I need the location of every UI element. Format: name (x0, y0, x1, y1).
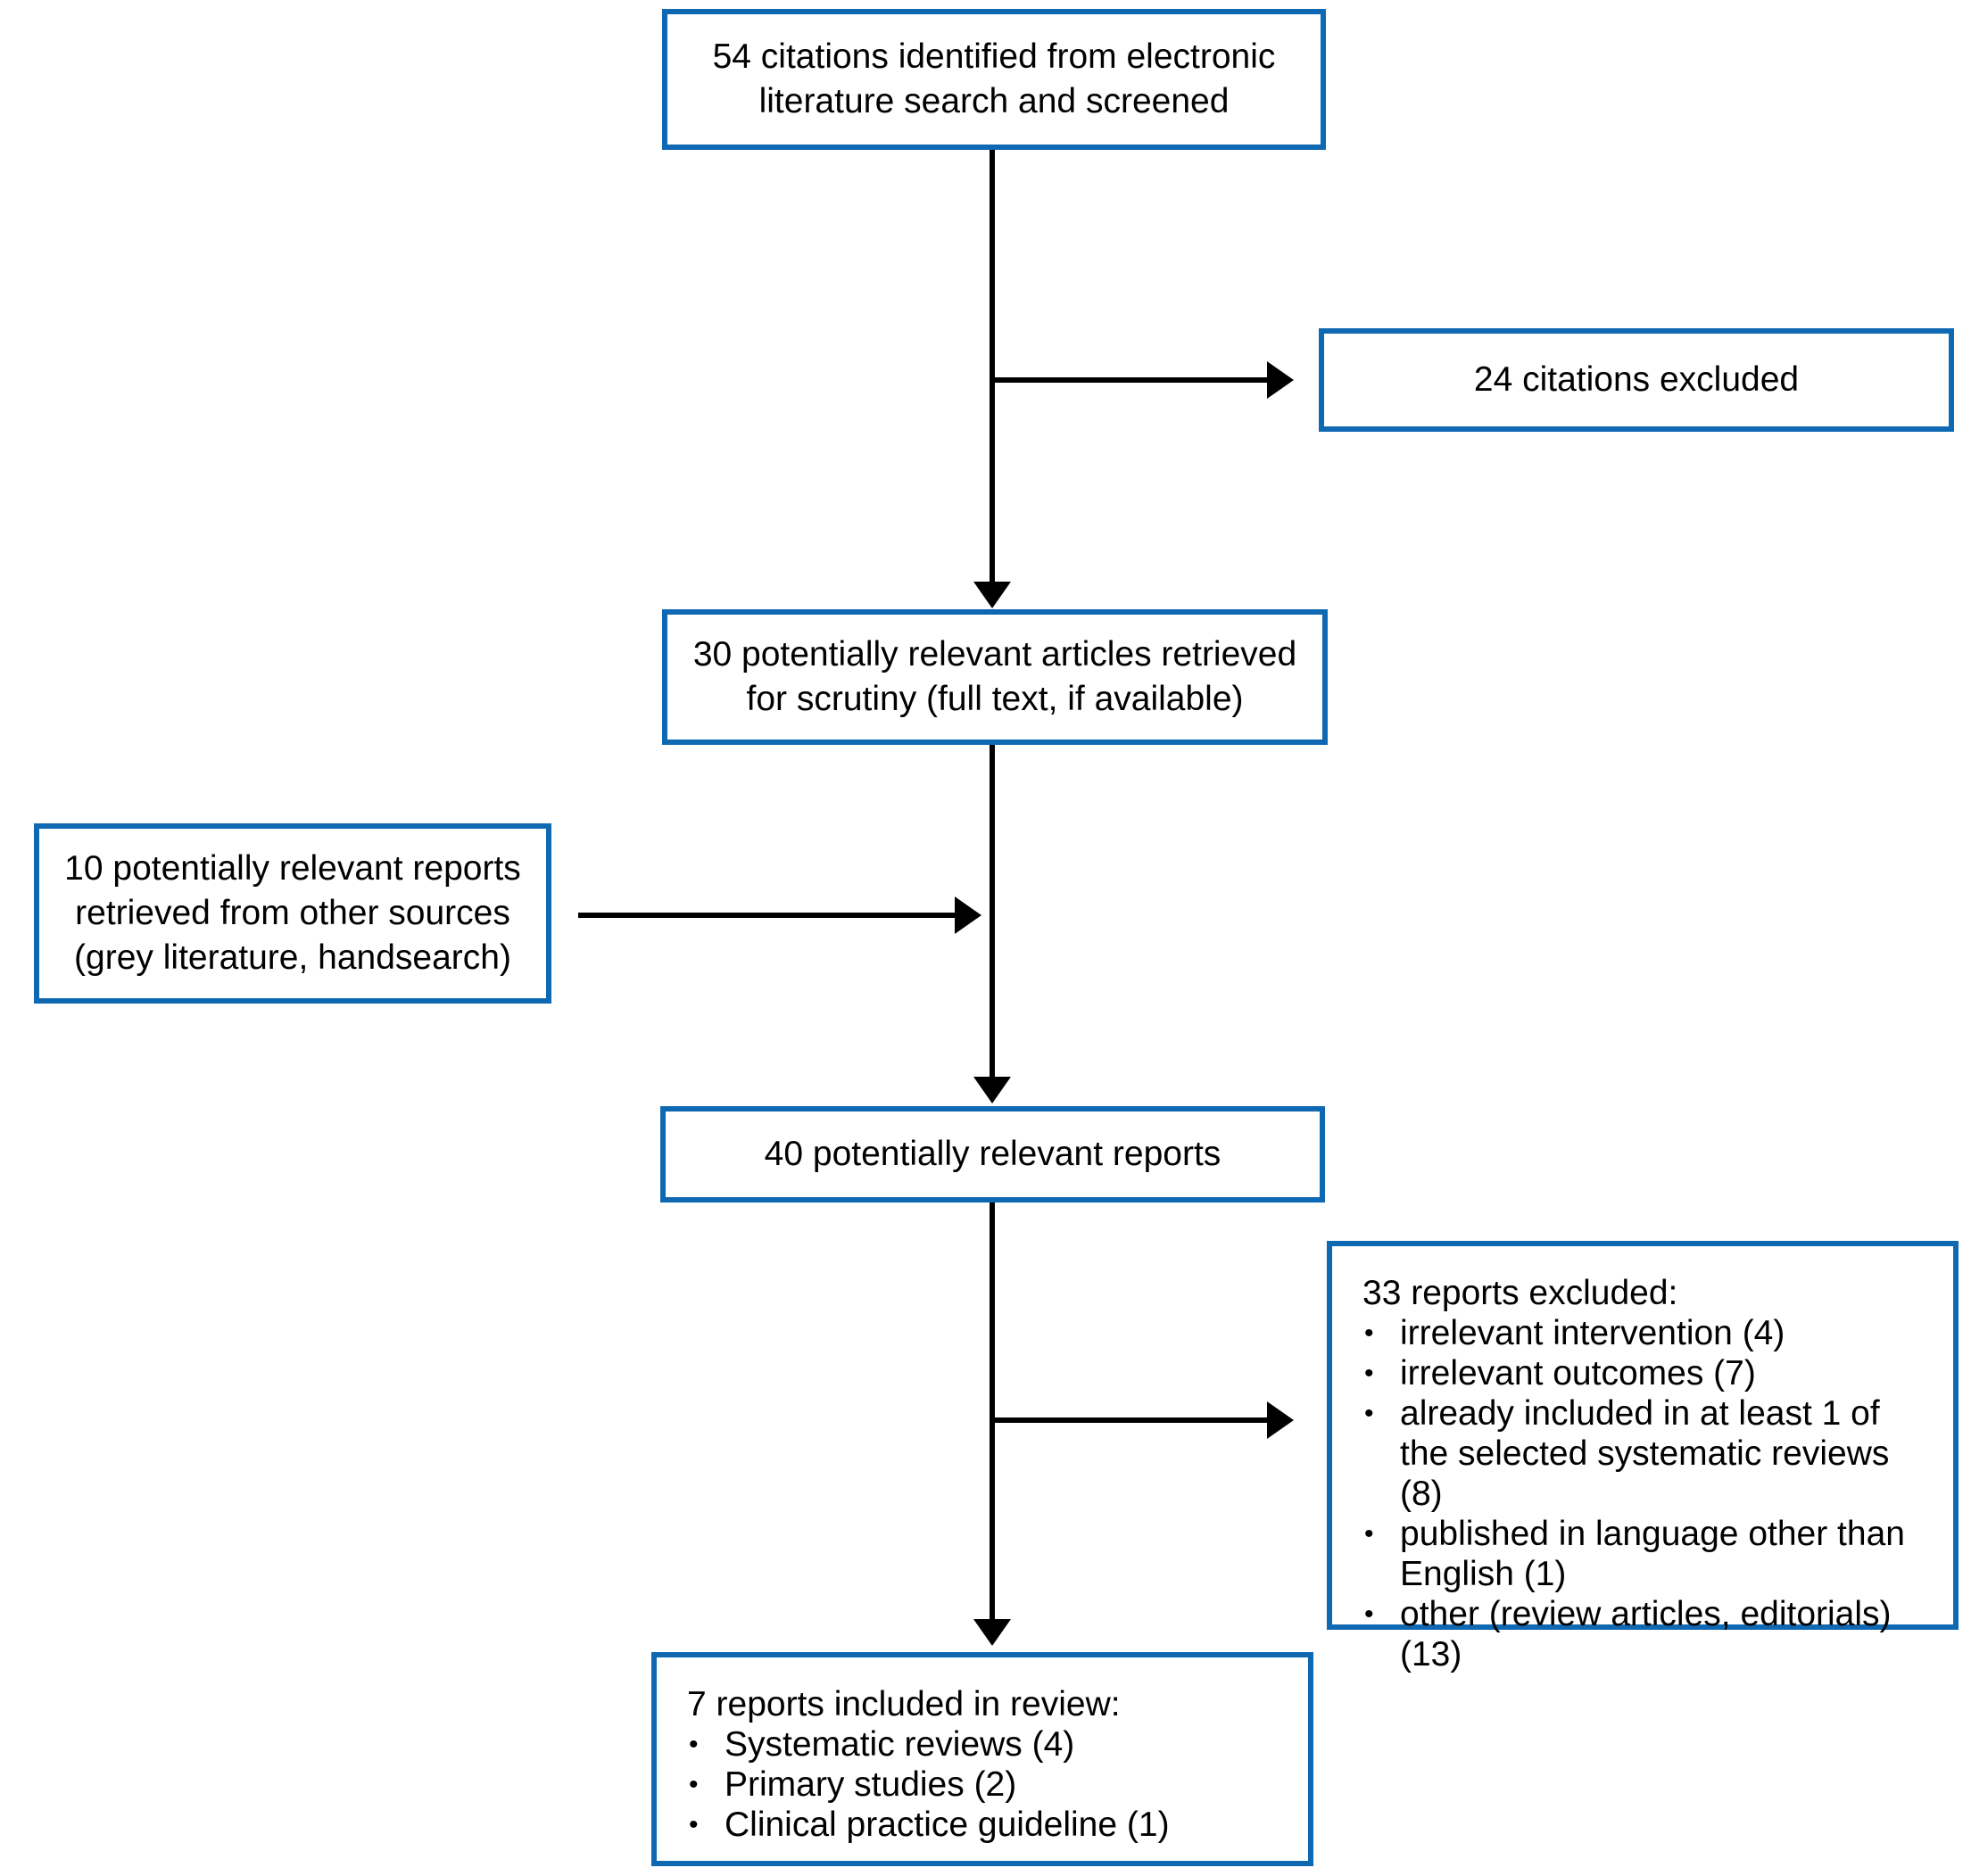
list-item: • already included in at least 1 of the … (1361, 1393, 1930, 1514)
bullet-icon: • (1364, 1599, 1374, 1629)
arrow-line-to-excluded-reports (992, 1417, 1267, 1423)
list-item: • Clinical practice guideline (1) (685, 1805, 1285, 1845)
arrow-line-to-excluded-citations (992, 377, 1267, 383)
arrow-line-reports-to-included (990, 1202, 995, 1619)
list-item-text: Primary studies (2) (725, 1765, 1017, 1804)
box-citations-identified-text: 54 citations identified from electronic … (712, 37, 1276, 120)
arrowhead-right-icon (1267, 361, 1294, 399)
excluded-reports-list: • irrelevant intervention (4) • irreleva… (1361, 1313, 1930, 1674)
box-other-sources-text: 10 potentially relevant reports retrieve… (64, 849, 521, 977)
bullet-icon: • (1364, 1318, 1374, 1348)
box-reports-included: 7 reports included in review: • Systemat… (651, 1652, 1313, 1866)
bullet-icon: • (1364, 1519, 1374, 1549)
box-relevant-reports-text: 40 potentially relevant reports (764, 1135, 1222, 1173)
box-other-sources: 10 potentially relevant reports retrieve… (34, 823, 551, 1004)
bullet-icon: • (1364, 1399, 1374, 1428)
bullet-icon: • (1364, 1359, 1374, 1388)
list-item-text: Systematic reviews (4) (725, 1725, 1075, 1764)
list-item: • irrelevant outcomes (7) (1361, 1353, 1930, 1393)
bullet-icon: • (689, 1730, 699, 1759)
box-reports-excluded-title: 33 reports excluded: (1362, 1274, 1678, 1312)
box-citations-identified: 54 citations identified from electronic … (662, 9, 1326, 150)
arrowhead-right-icon (955, 897, 981, 934)
list-item: • other (review articles, editorials) (1… (1361, 1594, 1930, 1674)
list-item: • published in language other than Engli… (1361, 1514, 1930, 1594)
arrowhead-down-icon (973, 1077, 1011, 1103)
list-item: • Systematic reviews (4) (685, 1724, 1285, 1764)
box-articles-retrieved: 30 potentially relevant articles retriev… (662, 609, 1328, 745)
box-reports-excluded: 33 reports excluded: • irrelevant interv… (1327, 1241, 1959, 1674)
arrowhead-down-icon (973, 582, 1011, 608)
list-item-text: published in language other than English… (1400, 1515, 1905, 1593)
arrow-line-retrieved-to-reports (990, 745, 995, 1077)
arrowhead-right-icon (1267, 1401, 1294, 1439)
list-item-text: Clinical practice guideline (1) (725, 1806, 1170, 1844)
box-articles-retrieved-text: 30 potentially relevant articles retriev… (692, 635, 1297, 718)
box-citations-excluded-text: 24 citations excluded (1473, 360, 1800, 399)
box-citations-excluded: 24 citations excluded (1319, 328, 1954, 432)
bullet-icon: • (689, 1770, 699, 1799)
arrow-line-identified-to-retrieved (990, 150, 995, 582)
bullet-icon: • (689, 1810, 699, 1839)
box-reports-included-title: 7 reports included in review: (687, 1685, 1121, 1723)
list-item: • irrelevant intervention (4) (1361, 1313, 1930, 1353)
included-reports-list: • Systematic reviews (4) • Primary studi… (685, 1724, 1285, 1845)
arrow-line-other-sources-join (578, 913, 955, 918)
list-item: • Primary studies (2) (685, 1764, 1285, 1805)
list-item-text: already included in at least 1 of the se… (1400, 1394, 1890, 1513)
box-relevant-reports: 40 potentially relevant reports (660, 1106, 1325, 1202)
list-item-text: other (review articles, editorials) (13) (1400, 1595, 1892, 1674)
list-item-text: irrelevant outcomes (7) (1400, 1354, 1756, 1393)
list-item-text: irrelevant intervention (4) (1400, 1314, 1785, 1352)
arrowhead-down-icon (973, 1619, 1011, 1646)
